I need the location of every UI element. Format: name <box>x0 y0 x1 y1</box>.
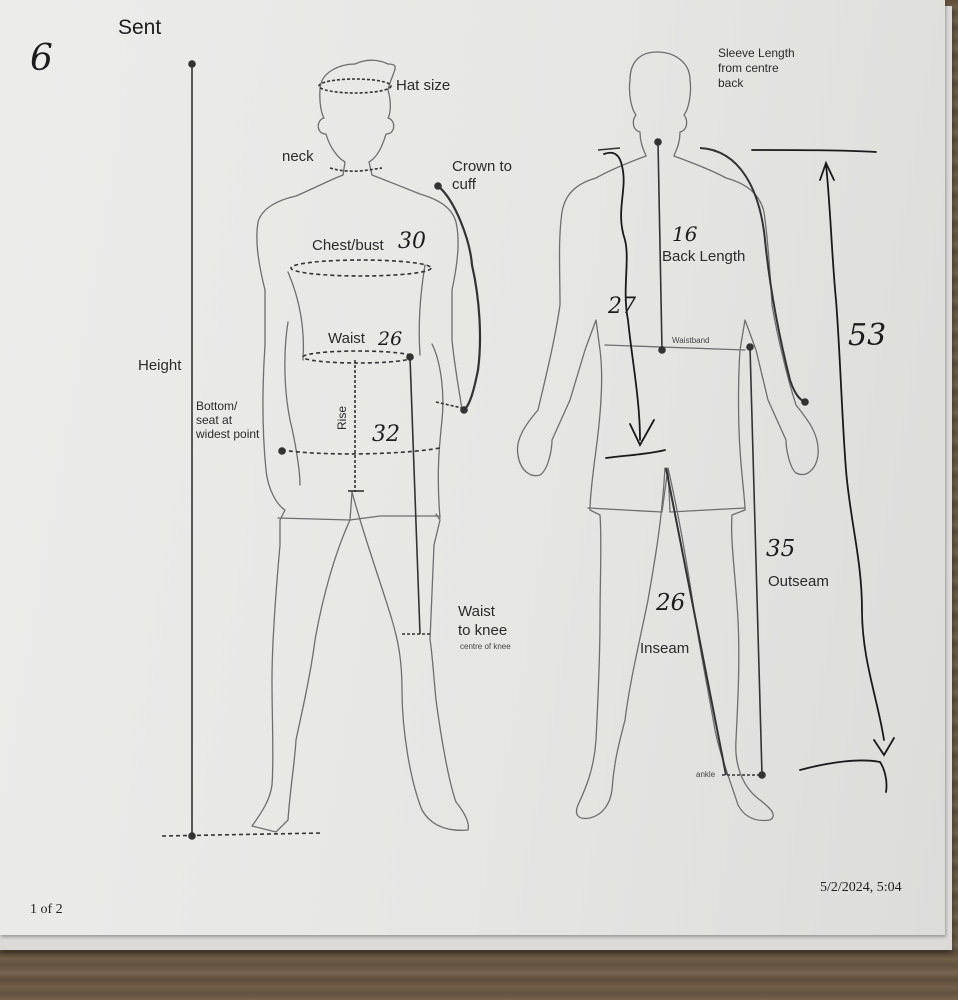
floor-line <box>161 832 323 837</box>
back-length-label: Back Length <box>662 248 746 265</box>
neck-line <box>329 167 383 172</box>
chest-measurement: 30 <box>398 229 426 254</box>
hat-size-ellipse <box>318 78 392 94</box>
crotch-mark <box>605 449 666 459</box>
sleeve-arrow-top <box>819 160 835 181</box>
outseam-line <box>749 346 763 776</box>
waistband-label: Waistband <box>672 336 710 345</box>
sleeve-squiggle <box>825 164 885 741</box>
waist-measurement: 26 <box>378 328 403 350</box>
waist-line <box>302 350 414 364</box>
rise-label: Rise <box>335 405 349 430</box>
height-label: Height <box>138 357 182 374</box>
floor-mark <box>799 759 888 793</box>
printed-measurement-lines <box>161 60 809 840</box>
ankle-label: ankle <box>696 770 716 779</box>
waist-to-knee-label-2: to knee <box>458 622 508 639</box>
back-figure-outline <box>516 51 819 822</box>
chest-bust-label: Chest/bust <box>312 237 384 254</box>
seat-measurement: 32 <box>372 422 400 447</box>
waist-label: Waist <box>328 330 365 347</box>
body-diagram <box>161 51 895 840</box>
neck-tick <box>597 147 621 151</box>
back-to-crotch-arrow <box>629 419 655 447</box>
sleeve-length-label-1: Sleeve Length <box>718 46 795 60</box>
height-top-dot <box>188 60 196 68</box>
sent-label: Sent <box>118 16 162 39</box>
handwritten-marks <box>603 149 895 793</box>
waist-to-knee-line <box>409 356 421 635</box>
bottom-seat-label-1: Bottom/ <box>196 399 238 413</box>
back-length-measurement: 16 <box>672 222 698 246</box>
inseam-measurement: 26 <box>656 590 686 616</box>
bottom-seat-label-2: seat at <box>196 413 233 427</box>
sleeve-length-label-3: back <box>718 76 744 90</box>
inseam-label: Inseam <box>640 640 690 657</box>
crown-to-cuff-line <box>437 185 482 411</box>
seat-line <box>281 447 441 455</box>
measurement-sheet: 6 Sent Hat size neck Crown to cuff Chest… <box>0 0 945 935</box>
crown-to-cuff-label-2: cuff <box>452 176 476 193</box>
back-to-crotch-measurement: 27 <box>608 294 636 319</box>
centre-of-knee-label: centre of knee <box>460 642 511 651</box>
shoulder-reference-line <box>751 149 877 153</box>
hat-size-label: Hat size <box>396 77 451 94</box>
waist-to-knee-label-1: Waist <box>458 603 495 620</box>
bottom-seat-label-3: widest point <box>196 427 260 441</box>
page-mark: 6 <box>30 38 53 79</box>
back-length-line <box>657 141 663 351</box>
outseam-label: Outseam <box>768 573 829 590</box>
sleeve-length-line <box>699 147 806 403</box>
sleeve-arrow-bottom <box>873 737 895 757</box>
inseam-line <box>665 467 727 776</box>
outseam-measurement: 35 <box>766 536 796 562</box>
sleeve-length-label-2: from centre <box>718 61 779 75</box>
chest-line <box>290 259 432 277</box>
neck-label: neck <box>282 148 314 165</box>
front-figure-outline <box>251 59 470 833</box>
back-to-crotch-squiggle <box>603 151 641 441</box>
crown-to-cuff-label-1: Crown to <box>452 158 513 175</box>
page-count: 1 of 2 <box>30 902 63 917</box>
print-timestamp: 5/2/2024, 5:04 <box>820 880 902 895</box>
sleeve-measurement: 53 <box>848 318 887 353</box>
